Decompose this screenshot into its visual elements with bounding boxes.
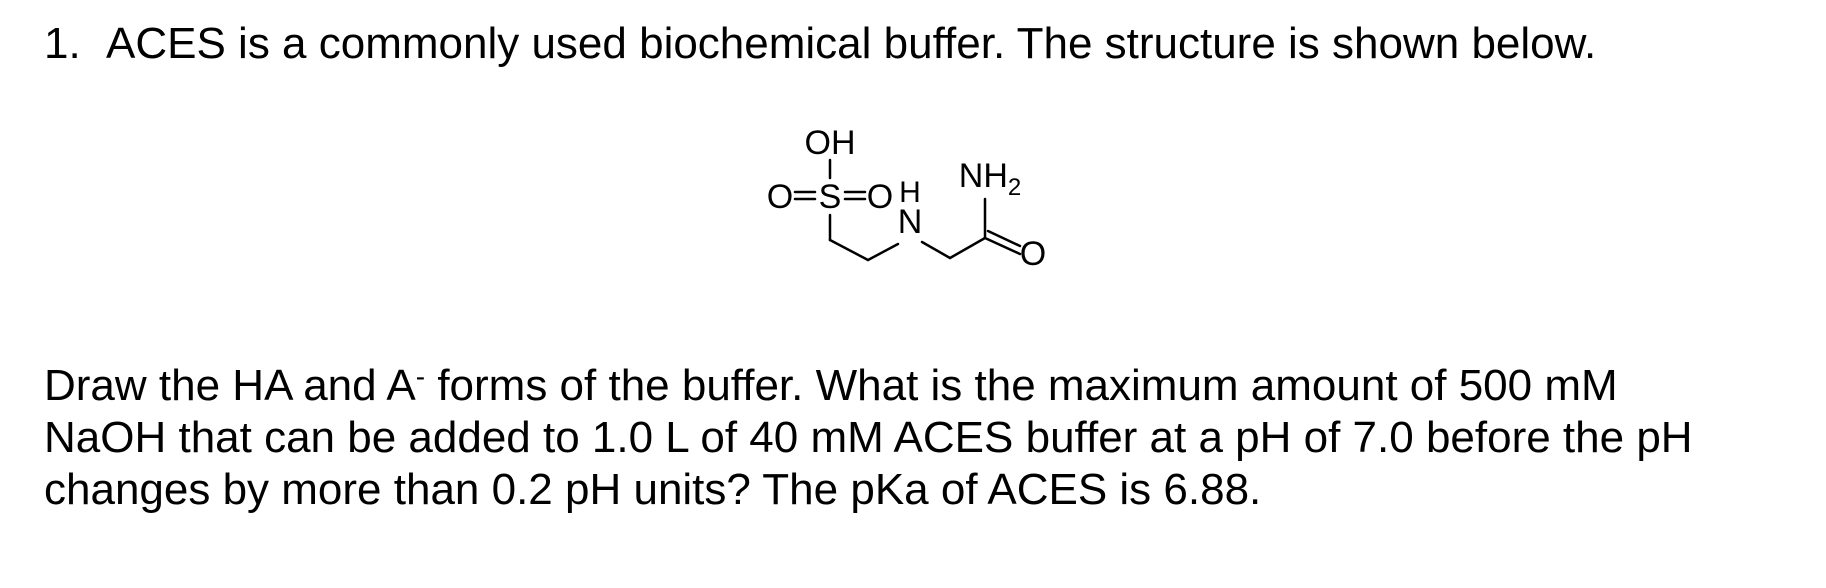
sulfur-label: S xyxy=(819,178,842,216)
body-line1-start: Draw the HA and A xyxy=(44,361,416,410)
carbonyl-double-bond-b xyxy=(986,229,1022,248)
body-line1-end: forms of the buffer. What is the maximum… xyxy=(425,361,1618,410)
amine-hydrogen-label: H xyxy=(899,176,921,209)
hydroxyl-label: OH xyxy=(805,124,856,162)
question-body-line-2: NaOH that can be added to 1.0 L of 40 mM… xyxy=(44,413,1693,462)
carbonyl-double-bond-a xyxy=(983,236,1022,256)
aces-structure-svg: OH O S O H N NH2 O xyxy=(767,124,1046,273)
ch2-ch2-bond xyxy=(828,238,870,262)
question-body: Draw the HA and A- forms of the buffer. … xyxy=(44,360,1804,516)
n-ch2-bond xyxy=(920,240,952,260)
carbonyl-oxygen-label: O xyxy=(1020,235,1046,273)
question-body-line-1: Draw the HA and A- forms of the buffer. … xyxy=(44,360,1804,412)
amide-nh-label: NH2 xyxy=(959,157,1021,201)
question-number: 1. xyxy=(44,19,81,68)
sulfonyl-oxygen-right-label: O xyxy=(867,178,893,216)
aces-structure-diagram: OH O S O H N NH2 O xyxy=(760,122,1140,322)
question-body-line-3: changes by more than 0.2 pH units? The p… xyxy=(44,465,1262,514)
ch2-n-bond xyxy=(866,242,900,262)
sulfonyl-oxygen-left-label: O xyxy=(767,178,793,216)
question-intro-line: 1. ACES is a commonly used biochemical bu… xyxy=(44,18,1596,70)
question-intro: ACES is a commonly used biochemical buff… xyxy=(106,19,1597,68)
anion-charge-superscript: - xyxy=(415,361,426,392)
amine-nitrogen-label: N xyxy=(898,203,923,241)
bond-lines xyxy=(793,158,1022,262)
ch2-carbonyl-bond xyxy=(948,236,987,260)
